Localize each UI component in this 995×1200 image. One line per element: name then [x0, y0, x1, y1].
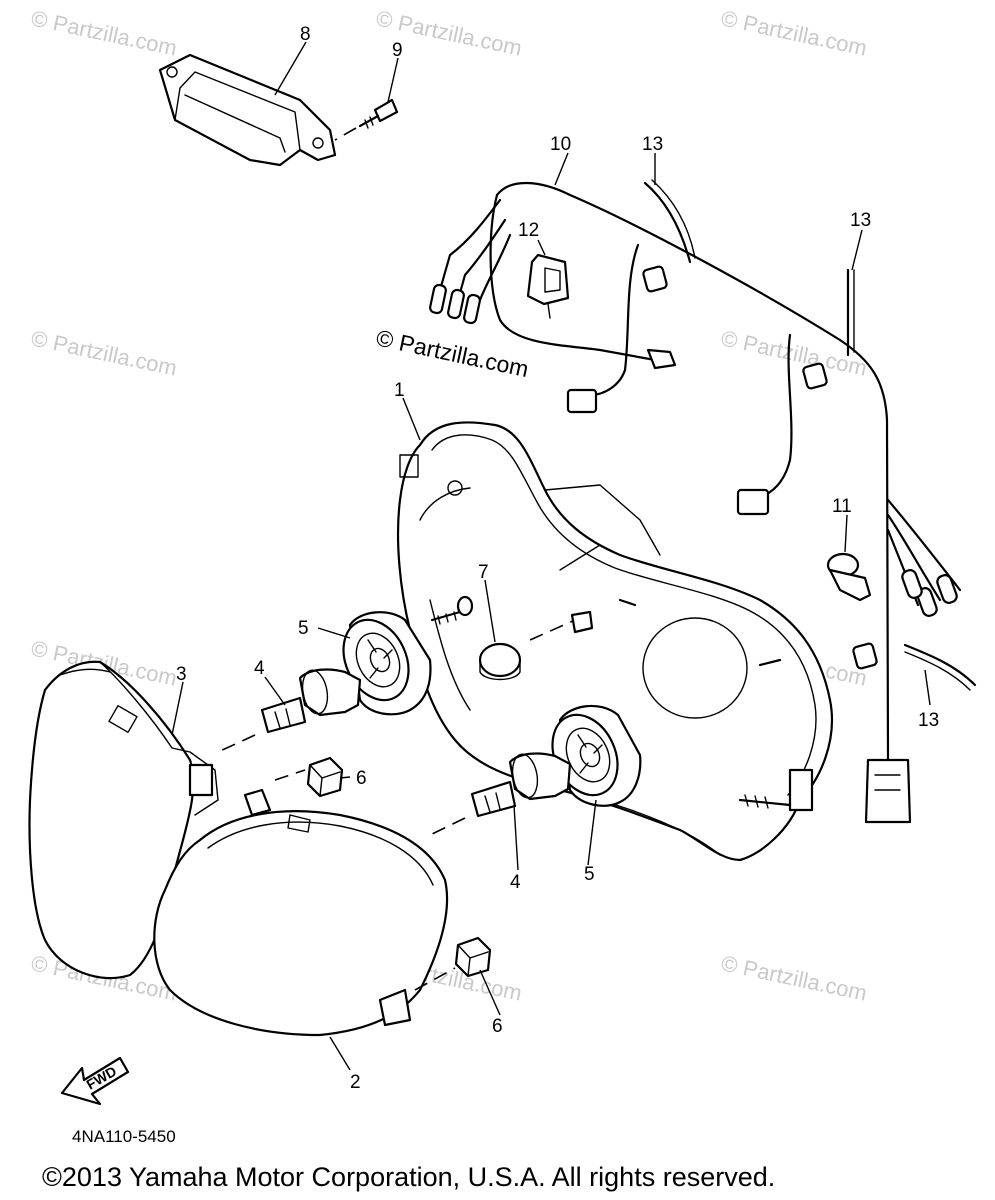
part-12-bracket [526, 253, 570, 319]
callout-5: 5 [298, 618, 309, 639]
fwd-direction-arrow: FWD [60, 1056, 130, 1106]
part-8-cover [158, 53, 337, 167]
callout-9: 9 [392, 40, 403, 61]
callout-12: 12 [518, 220, 539, 241]
part-3-lens-rear [28, 660, 219, 980]
part-6-socket-lower [454, 936, 492, 978]
watermark: © Partzilla.com [719, 950, 869, 1005]
part-4-bulb-upper [217, 668, 362, 753]
watermark: © Partzilla.com [719, 5, 869, 60]
watermark-center: © Partzilla.com [374, 324, 531, 382]
watermark: © Partzilla.com [29, 5, 179, 60]
callout-10: 10 [550, 134, 571, 155]
leader-lines [171, 41, 931, 1071]
callout-5: 5 [584, 864, 595, 885]
part-1-headlight-housing [396, 421, 834, 862]
callout-11: 11 [832, 496, 852, 517]
callout-1: 1 [394, 380, 405, 401]
callout-13: 13 [642, 134, 663, 155]
part-2-lens-front [153, 769, 456, 1037]
part-9-screw [334, 98, 399, 141]
part-4-bulb-lower [429, 752, 572, 836]
callout-7: 7 [478, 562, 489, 583]
callout-4: 4 [510, 872, 521, 893]
callout-3: 3 [176, 664, 187, 685]
part-7-cap [478, 610, 594, 681]
part-13-cable-ties [643, 179, 977, 691]
callout-13: 13 [918, 710, 939, 731]
watermark: © Partzilla.com [29, 325, 179, 380]
callout-13: 13 [850, 210, 871, 231]
callout-4: 4 [254, 658, 265, 679]
copyright-notice: ©2013 Yamaha Motor Corporation, U.S.A. A… [42, 1162, 775, 1192]
callout-labels: 8 9 10 13 13 12 1 11 7 5 4 3 6 13 4 5 6 … [176, 24, 939, 1093]
diagram-part-code: 4NA110-5450 [72, 1127, 176, 1146]
callout-2: 2 [350, 1072, 361, 1093]
callout-6: 6 [356, 768, 367, 789]
part-11-clamp [826, 552, 872, 602]
callout-6: 6 [492, 1016, 503, 1037]
callout-8: 8 [300, 24, 311, 45]
part-6-socket-upper [306, 756, 344, 798]
watermark: © Partzilla.com [719, 325, 869, 380]
part-10-wire-harness [429, 181, 962, 824]
